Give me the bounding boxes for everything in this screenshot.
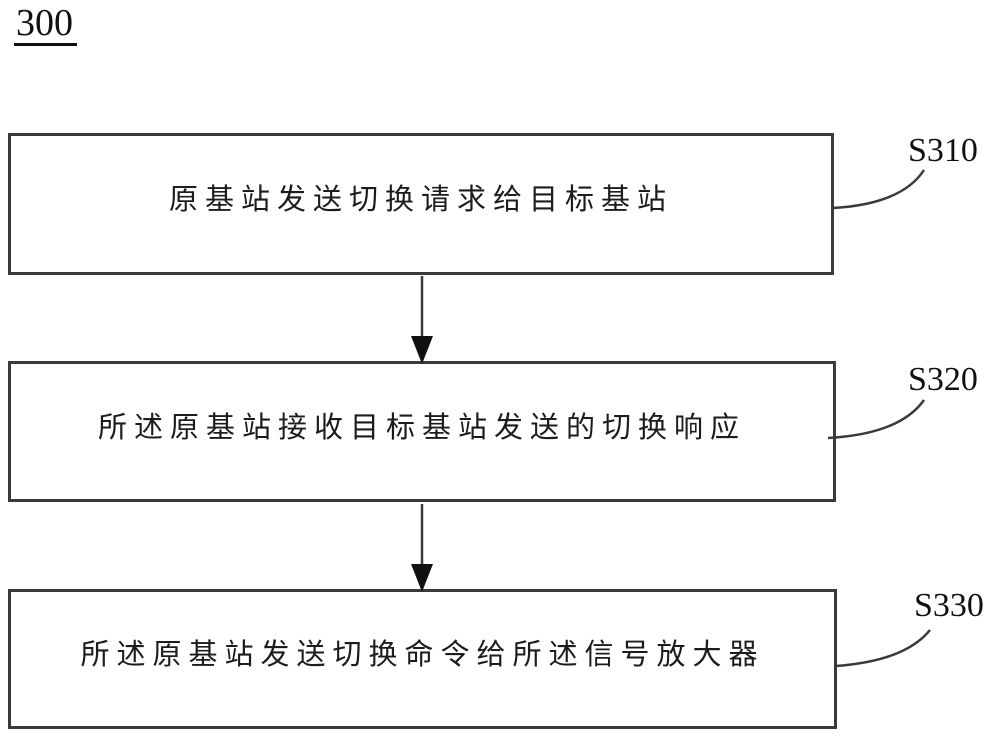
- connector-curve-s320: [827, 399, 926, 440]
- connector-curve-s330: [835, 629, 931, 668]
- step-id-label-s320: S320: [908, 361, 978, 398]
- flow-step-box-s320: 所述原基站接收目标基站发送的切换响应: [8, 361, 836, 502]
- arrowhead-down-2-icon: [411, 564, 433, 592]
- flow-step-box-s310: 原基站发送切换请求给目标基站: [8, 133, 834, 275]
- flow-step-text-s320: 所述原基站接收目标基站发送的切换响应: [97, 411, 746, 444]
- figure-number-label: 300: [14, 4, 77, 46]
- arrowhead-down-1-icon: [411, 336, 433, 364]
- connector-curve-s310: [832, 169, 926, 210]
- flow-step-box-s330: 所述原基站发送切换命令给所述信号放大器: [8, 589, 837, 729]
- flow-step-text-s330: 所述原基站发送切换命令给所述信号放大器: [80, 639, 765, 671]
- flow-step-text-s310: 原基站发送切换请求给目标基站: [168, 184, 673, 216]
- step-id-label-s330: S330: [914, 587, 984, 624]
- step-id-label-s310: S310: [908, 132, 978, 169]
